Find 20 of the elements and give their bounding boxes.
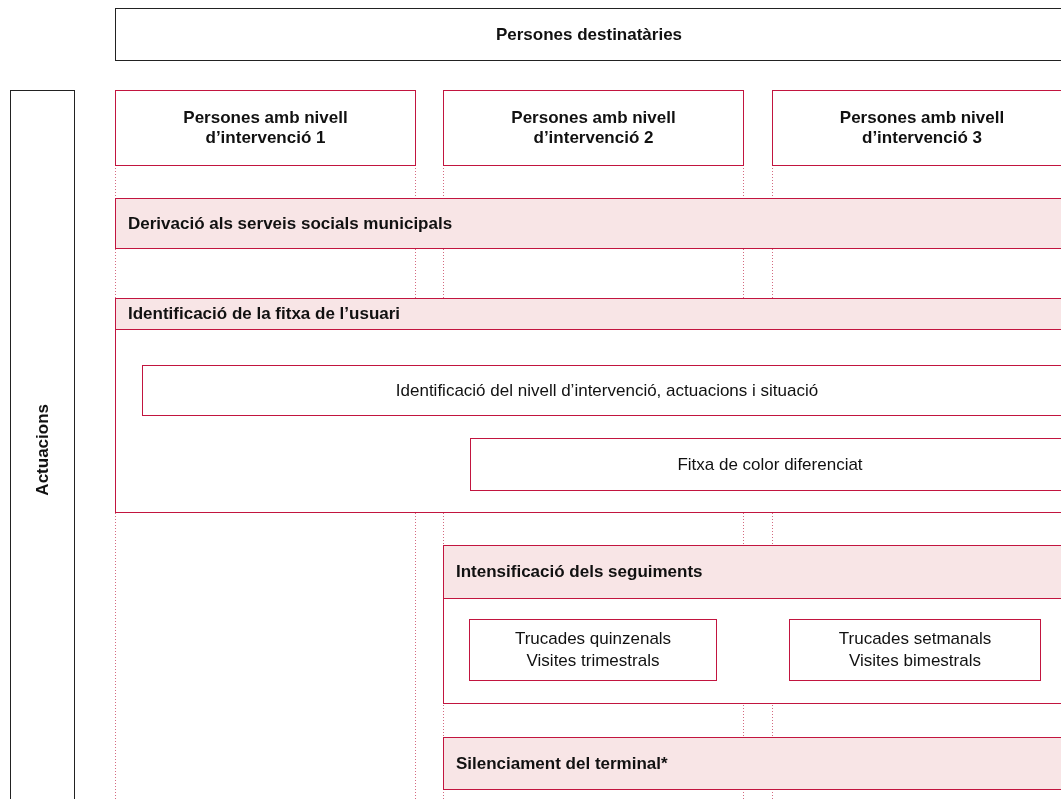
column-header: Persones amb nivell d’intervenció 1 xyxy=(115,90,416,166)
action-bar: Silenciament del terminal* xyxy=(443,737,1061,790)
action-panel xyxy=(443,545,1061,704)
text-line: Visites bimestrals xyxy=(849,650,981,672)
heading-text: Intensificació dels seguiments xyxy=(456,562,703,582)
column-header: Persones amb nivell d’intervenció 2 xyxy=(443,90,744,166)
process-box xyxy=(469,619,717,681)
action-panel xyxy=(115,298,1061,513)
side-label: Actuacions xyxy=(32,404,53,496)
process-box: Identificació del nivell d’intervenció, actuacions i situació xyxy=(142,365,1061,416)
header-box: Persones destinatàries xyxy=(115,8,1061,61)
side-band xyxy=(10,90,75,799)
heading-text: Identificació de la fitxa de l’usuari xyxy=(128,304,401,324)
action-bar: Derivació als serveis socials municipals xyxy=(115,198,1061,249)
column-header: Persones amb nivell d’intervenció 3 xyxy=(772,90,1061,166)
process-box: Fitxa de color diferenciat xyxy=(470,438,1061,491)
text-line: Trucades setmanals xyxy=(838,628,992,650)
process-box xyxy=(789,619,1041,681)
text-line: Trucades quinzenals xyxy=(514,628,672,650)
text-line: Visites trimestrals xyxy=(526,650,660,672)
